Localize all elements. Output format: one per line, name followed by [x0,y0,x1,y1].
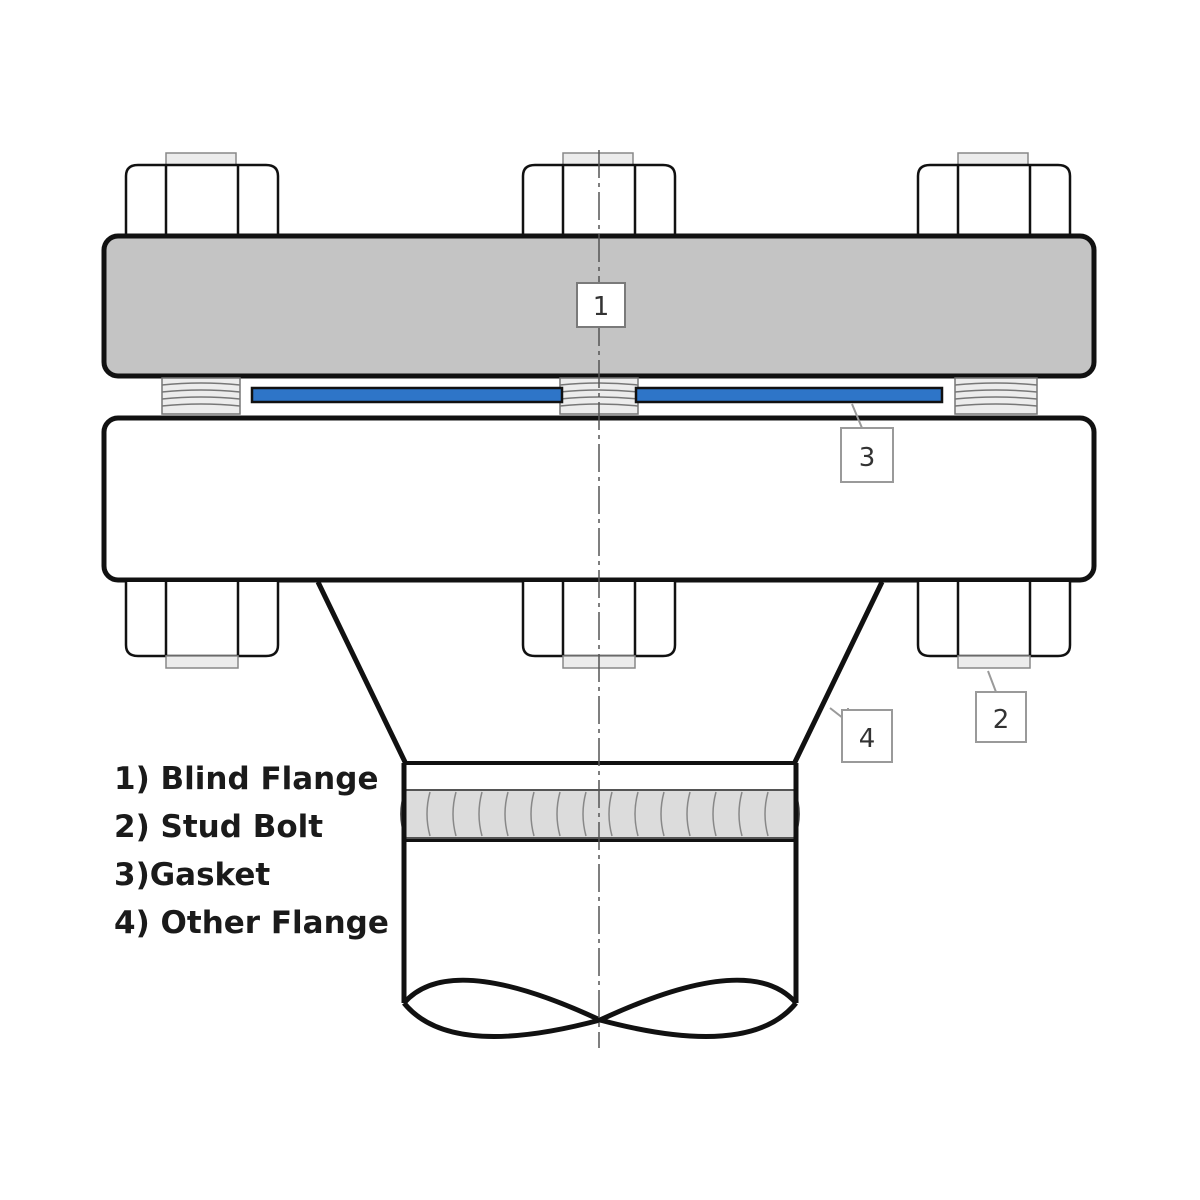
parts-legend: 1) Blind Flange 2) Stud Bolt 3)Gasket 4)… [114,755,389,947]
other-flange-hub [315,580,885,764]
thread-left [161,377,241,415]
top-nut-left [124,152,280,240]
weld-bead [400,761,800,842]
top-nuts [124,152,1072,240]
callout-3: 3 [840,403,894,483]
top-nut-right [916,152,1072,240]
bottom-nut-right [916,582,1072,669]
legend-item-stud-bolt: 2) Stud Bolt [114,809,324,845]
bottom-nuts [124,582,1072,669]
legend-item-gasket: 3)Gasket [114,857,271,893]
legend-item-blind-flange: 1) Blind Flange [114,761,379,797]
callout-2: 2 [975,670,1027,743]
bottom-nut-left [124,582,280,669]
gasket [250,386,944,404]
callout-1-label: 1 [593,292,610,322]
callout-4: 4 [829,707,893,763]
callout-4-label: 4 [859,724,876,754]
legend-item-other-flange: 4) Other Flange [114,905,389,941]
pipe [401,763,799,1039]
thread-right [954,377,1038,415]
callout-1: 1 [576,282,626,328]
callout-2-label: 2 [993,705,1010,735]
callout-3-label: 3 [859,443,876,473]
